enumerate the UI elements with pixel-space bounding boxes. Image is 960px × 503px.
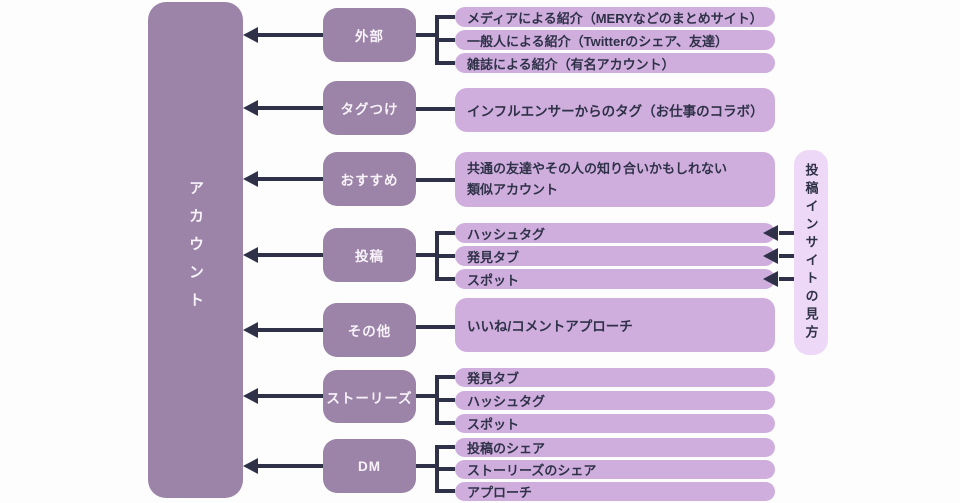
leaf-node: スポット [455, 269, 775, 289]
connector-line [437, 489, 455, 493]
connector-line [256, 33, 323, 37]
connector-line [256, 106, 323, 110]
node-label: ストーリーズ [326, 390, 413, 406]
node-external: 外部 [323, 8, 416, 62]
leaf-node: スポット [455, 414, 775, 433]
node-account-label: アカウント [187, 180, 204, 320]
leaf-label: 一般人による紹介（Twitterのシェア、友達） [467, 33, 728, 49]
connector-line [437, 421, 455, 425]
leaf-label: アプローチ [467, 485, 533, 500]
connector-line [416, 33, 437, 37]
node-label: 投稿 [355, 249, 384, 264]
arrowhead-left-icon [243, 100, 258, 116]
leaf-label: 投稿のシェア [467, 441, 546, 456]
arrowhead-left-icon [763, 271, 778, 287]
node-posts: 投稿 [323, 228, 416, 282]
connector-line [256, 253, 323, 257]
connector-line [437, 467, 455, 471]
connector-line [416, 464, 437, 468]
leaf-label: メディアによる紹介（MERYなどのまとめサイト） [467, 10, 763, 26]
leaf-node: 雑誌による紹介（有名アカウント） [455, 53, 775, 73]
leaf-node: いいね/コメントアプローチ [455, 298, 775, 352]
connector-line [416, 178, 455, 182]
connector-line [437, 254, 455, 258]
leaf-label: いいね/コメントアプローチ [467, 319, 633, 334]
connector-line [779, 277, 794, 281]
node-dm: DM [323, 439, 416, 493]
node-suggested: おすすめ [323, 152, 416, 206]
leaf-label: ハッシュタグ [467, 394, 546, 409]
node-label: タグつけ [340, 102, 399, 117]
node-post-insights: 投稿インサイトの見方 [794, 150, 828, 355]
node-label: 外部 [355, 29, 384, 44]
leaf-node: 共通の友達やその人の知り合いかもしれない 類似アカウント [455, 152, 775, 207]
leaf-node: アプローチ [455, 482, 775, 501]
connector-line [416, 107, 455, 111]
connector-line [437, 38, 455, 42]
leaf-label: ストーリーズのシェア [467, 463, 597, 478]
leaf-label: インフルエンサーからのタグ（お仕事のコラボ） [467, 104, 764, 119]
leaf-node: ハッシュタグ [455, 391, 775, 410]
node-label: おすすめ [340, 173, 399, 188]
connector-line [256, 394, 323, 398]
leaf-label: 類似アカウント [467, 181, 559, 197]
leaf-node: 発見タブ [455, 368, 775, 387]
connector-line [437, 231, 455, 235]
node-label: DM [358, 458, 381, 474]
leaf-label: 雑誌による紹介（有名アカウント） [467, 56, 675, 72]
node-others: その他 [323, 303, 416, 357]
leaf-label: 発見タブ [467, 371, 520, 386]
arrowhead-left-icon [243, 388, 258, 404]
leaf-label: スポット [467, 272, 520, 288]
arrowhead-left-icon [243, 171, 258, 187]
leaf-label: 発見タブ [467, 249, 520, 265]
leaf-node: インフルエンサーからのタグ（お仕事のコラボ） [455, 88, 775, 132]
connector-line [416, 325, 455, 329]
node-account: アカウント [148, 2, 243, 498]
node-post-insights-label: 投稿インサイトの見方 [803, 162, 819, 343]
node-tagging: タグつけ [323, 81, 416, 135]
arrowhead-left-icon [243, 247, 258, 263]
connector-line [779, 231, 794, 235]
connector-line [437, 445, 455, 449]
connector-line [437, 398, 455, 402]
connector-line [256, 177, 323, 181]
leaf-node: 発見タブ [455, 246, 775, 266]
connector-line [416, 253, 437, 257]
leaf-node: メディアによる紹介（MERYなどのまとめサイト） [455, 7, 775, 27]
connector-line [779, 254, 794, 258]
leaf-node: 一般人による紹介（Twitterのシェア、友達） [455, 30, 775, 50]
arrowhead-left-icon [763, 248, 778, 264]
leaf-label: 共通の友達やその人の知り合いかもしれない [467, 161, 728, 177]
leaf-node: ハッシュタグ [455, 223, 775, 243]
leaf-node: ストーリーズのシェア [455, 460, 775, 479]
arrowhead-left-icon [763, 225, 778, 241]
connector-line [437, 277, 455, 281]
arrowhead-left-icon [243, 458, 258, 474]
arrowhead-left-icon [243, 27, 258, 43]
leaf-node: 投稿のシェア [455, 438, 775, 457]
leaf-label: スポット [467, 417, 520, 432]
node-stories: ストーリーズ [323, 370, 416, 423]
arrowhead-left-icon [243, 322, 258, 338]
connector-line [416, 394, 437, 398]
connector-line [256, 464, 323, 468]
connector-line [256, 328, 323, 332]
connector-line [437, 375, 455, 379]
leaf-label: ハッシュタグ [467, 226, 546, 242]
connector-line [437, 61, 455, 65]
connector-line [437, 15, 455, 19]
node-label: その他 [347, 324, 392, 339]
